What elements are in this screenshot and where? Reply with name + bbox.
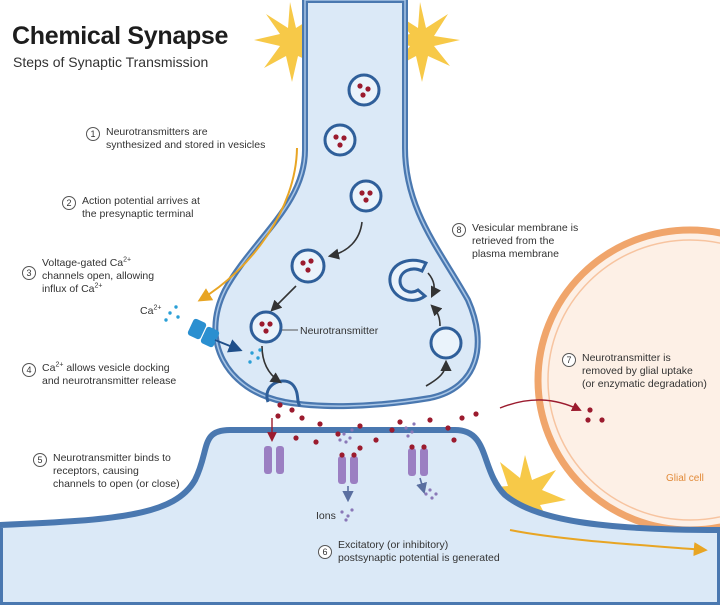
- released-neurotransmitters: [275, 402, 605, 451]
- superscript: 2+: [94, 282, 103, 290]
- ions-label: Ions: [316, 510, 336, 522]
- step-text: removed by glial uptake: [582, 365, 693, 377]
- step-text: Neurotransmitter is: [582, 352, 671, 364]
- step-number: 6: [318, 545, 332, 559]
- step-text: Neurotransmitters are: [106, 126, 208, 138]
- glial-cell-label: Glial cell: [666, 473, 704, 484]
- step-text: and neurotransmitter release: [42, 375, 177, 387]
- step-text: Vesicular membrane is: [472, 222, 579, 234]
- step-number: 4: [22, 363, 36, 377]
- superscript: 2+: [55, 361, 64, 369]
- step-text: plasma membrane: [472, 248, 559, 260]
- step-number: 8: [452, 223, 466, 237]
- step-number: 1: [86, 127, 100, 141]
- cycle-arrows: [261, 221, 452, 387]
- diagram-subtitle: Steps of Synaptic Transmission: [13, 54, 209, 70]
- step-text: synthesized and stored in vesicles: [106, 139, 266, 151]
- postsynaptic-neuron: [0, 427, 720, 605]
- step-text: Ca: [42, 362, 56, 374]
- step-text: receptors, causing: [53, 465, 139, 477]
- step-number: 5: [33, 453, 47, 467]
- step-text: Voltage-gated Ca: [42, 257, 124, 269]
- superscript: 2+: [123, 256, 132, 264]
- step-text: channels open, allowing: [42, 270, 155, 282]
- step-text: channels to open (or close): [53, 478, 180, 490]
- step-text: influx of Ca: [42, 283, 95, 295]
- ions: [338, 422, 438, 522]
- calcium-channel: [187, 318, 243, 353]
- step-text: (or enzymatic degradation): [582, 378, 707, 390]
- step-text: postsynaptic potential is generated: [338, 552, 500, 564]
- step-text: allows vesicle docking: [63, 362, 170, 374]
- calcium-ions: [164, 305, 262, 364]
- step-text: Neurotransmitter binds to: [53, 452, 171, 464]
- step-text: Excitatory (or inhibitory): [338, 539, 449, 551]
- vesicles: [249, 73, 463, 360]
- step-number: 2: [62, 196, 76, 210]
- step-number: 7: [562, 353, 576, 367]
- step-number: 3: [22, 266, 36, 280]
- receptor-channels: [264, 444, 428, 484]
- diagram-title: Chemical Synapse: [12, 22, 229, 50]
- step-text: retrieved from the: [472, 235, 555, 247]
- step-text: Action potential arrives at: [82, 195, 200, 207]
- neurotransmitter-label: Neurotransmitter: [300, 325, 379, 337]
- step-text: the presynaptic terminal: [82, 208, 194, 220]
- calcium-label: Ca2+: [140, 304, 162, 318]
